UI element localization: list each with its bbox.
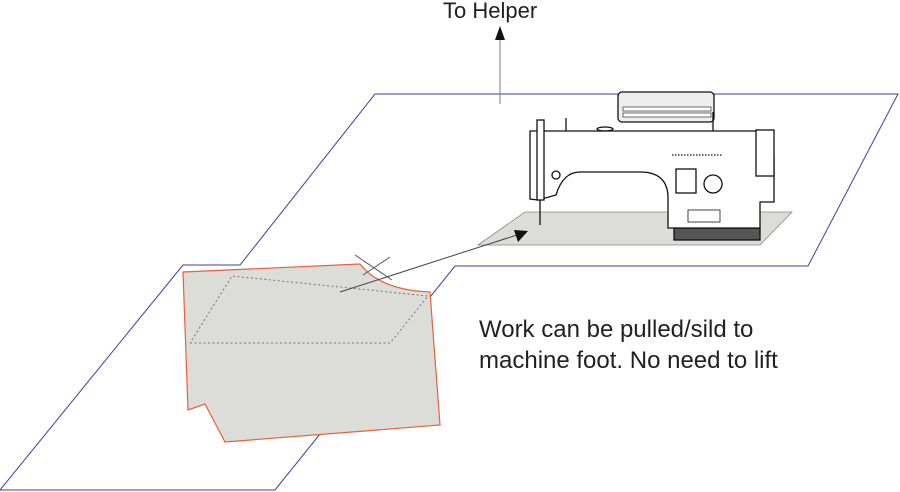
note-text: Work can be pulled/sild to machine foot.… [479,314,778,376]
note-line-1: Work can be pulled/sild to [479,316,754,343]
sewing-machine [529,91,775,241]
helper-label: To Helper [443,0,538,23]
slide-arrow-head [514,230,528,242]
helper-arrow-head [495,26,505,40]
note-line-2: machine foot. No need to lift [479,347,778,374]
slide-arrow-line [339,233,521,293]
table-outline [0,93,899,491]
machine-base [673,227,761,241]
fabric-piece [182,263,441,443]
